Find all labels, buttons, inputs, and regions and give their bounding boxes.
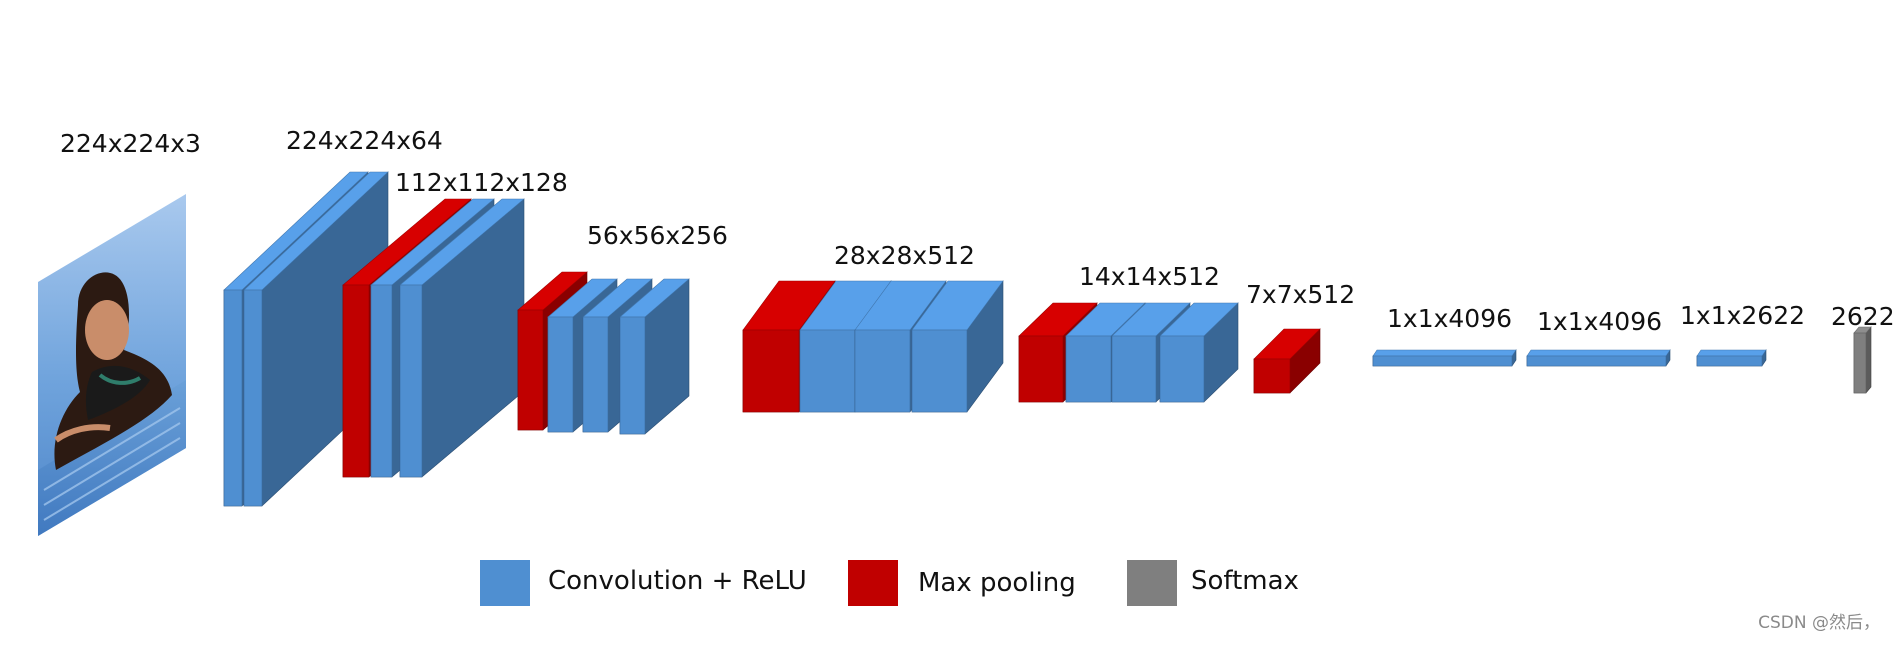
conv-relu-layer-front xyxy=(1111,335,1157,403)
conv-relu-layer-front xyxy=(370,284,393,478)
max-pooling-layer-front xyxy=(1018,335,1064,403)
conv-relu-layer-front xyxy=(1159,335,1205,403)
input-dimension-label: 224x224x3 xyxy=(60,129,201,158)
watermark: CSDN @然后， xyxy=(1758,613,1880,633)
conv-relu-layer xyxy=(1696,349,1767,367)
max-pooling-layer xyxy=(1253,328,1321,394)
conv-relu-layer-top xyxy=(1696,349,1767,357)
stage-dimension-label: 1x1x4096 xyxy=(1387,304,1513,333)
stage-dimension-label: 2622 xyxy=(1831,302,1895,331)
legend-label-conv: Convolution + ReLU xyxy=(548,566,807,596)
conv-relu-layer-front xyxy=(582,316,609,433)
stage-dimension-label: 112x112x128 xyxy=(395,168,568,197)
conv-relu-layer-front xyxy=(1065,335,1112,403)
stage-dimension-label: 28x28x512 xyxy=(834,241,975,270)
legend-label-pool: Max pooling xyxy=(918,568,1076,598)
conv-relu-layer-front xyxy=(1372,355,1513,367)
conv-relu-layer-top xyxy=(1372,349,1517,357)
conv-relu-layer-front xyxy=(854,329,911,413)
conv-relu-layer-front xyxy=(799,329,856,413)
max-pooling-layer-front xyxy=(1253,358,1291,394)
max-pooling-layer-front xyxy=(517,309,544,431)
conv-relu-layer xyxy=(911,280,1004,413)
conv-relu-layer-front xyxy=(223,289,243,507)
conv-relu-layer xyxy=(619,278,690,435)
conv-relu-layer xyxy=(243,171,389,507)
conv-relu-layer-front xyxy=(547,316,574,433)
conv-relu-layer xyxy=(399,198,525,478)
legend-swatch-softmax xyxy=(1127,560,1177,606)
stage-dimension-label: 1x1x2622 xyxy=(1680,301,1806,330)
stage-dimension-label: 56x56x256 xyxy=(587,221,728,250)
softmax-layer xyxy=(1853,326,1872,394)
conv-relu-layer-front xyxy=(619,316,646,435)
conv-relu-layer xyxy=(1526,349,1671,367)
conv-relu-layer-top xyxy=(1526,349,1671,357)
legend-swatch-pool xyxy=(848,560,898,606)
conv-relu-layer-front xyxy=(1696,355,1763,367)
stage-dimension-label: 224x224x64 xyxy=(286,126,443,155)
stage-dimension-label: 1x1x4096 xyxy=(1537,307,1663,336)
max-pooling-layer-front xyxy=(742,329,800,413)
conv-relu-layer-front xyxy=(1526,355,1667,367)
conv-relu-layer-front xyxy=(243,289,263,507)
input-image xyxy=(38,194,186,536)
max-pooling-layer-front xyxy=(342,284,370,478)
stage-dimension-label: 7x7x512 xyxy=(1246,280,1356,309)
conv-relu-layer-front xyxy=(399,284,423,478)
legend-swatch-conv xyxy=(480,560,530,606)
conv-relu-layer-front xyxy=(911,329,968,413)
conv-relu-layer xyxy=(1159,302,1239,403)
softmax-layer-front xyxy=(1853,332,1867,394)
stage-dimension-label: 14x14x512 xyxy=(1079,262,1220,291)
legend-label-softmax: Softmax xyxy=(1191,566,1299,596)
conv-relu-layer xyxy=(1372,349,1517,367)
